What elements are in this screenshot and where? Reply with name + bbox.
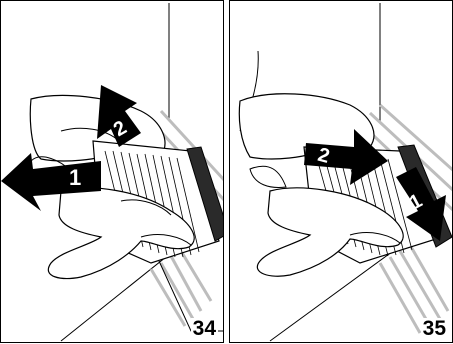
- illustration-34: 1 2: [1, 1, 224, 343]
- arrow-step-1-label: 1: [69, 165, 81, 190]
- figure-number-35: 35: [421, 318, 448, 340]
- illustration-35: 2 1: [230, 1, 453, 343]
- figure-number-34: 34: [191, 318, 218, 340]
- figure-panel-35: 2 1 35: [229, 0, 453, 343]
- figure-panel-34: 1 2 34: [0, 0, 224, 343]
